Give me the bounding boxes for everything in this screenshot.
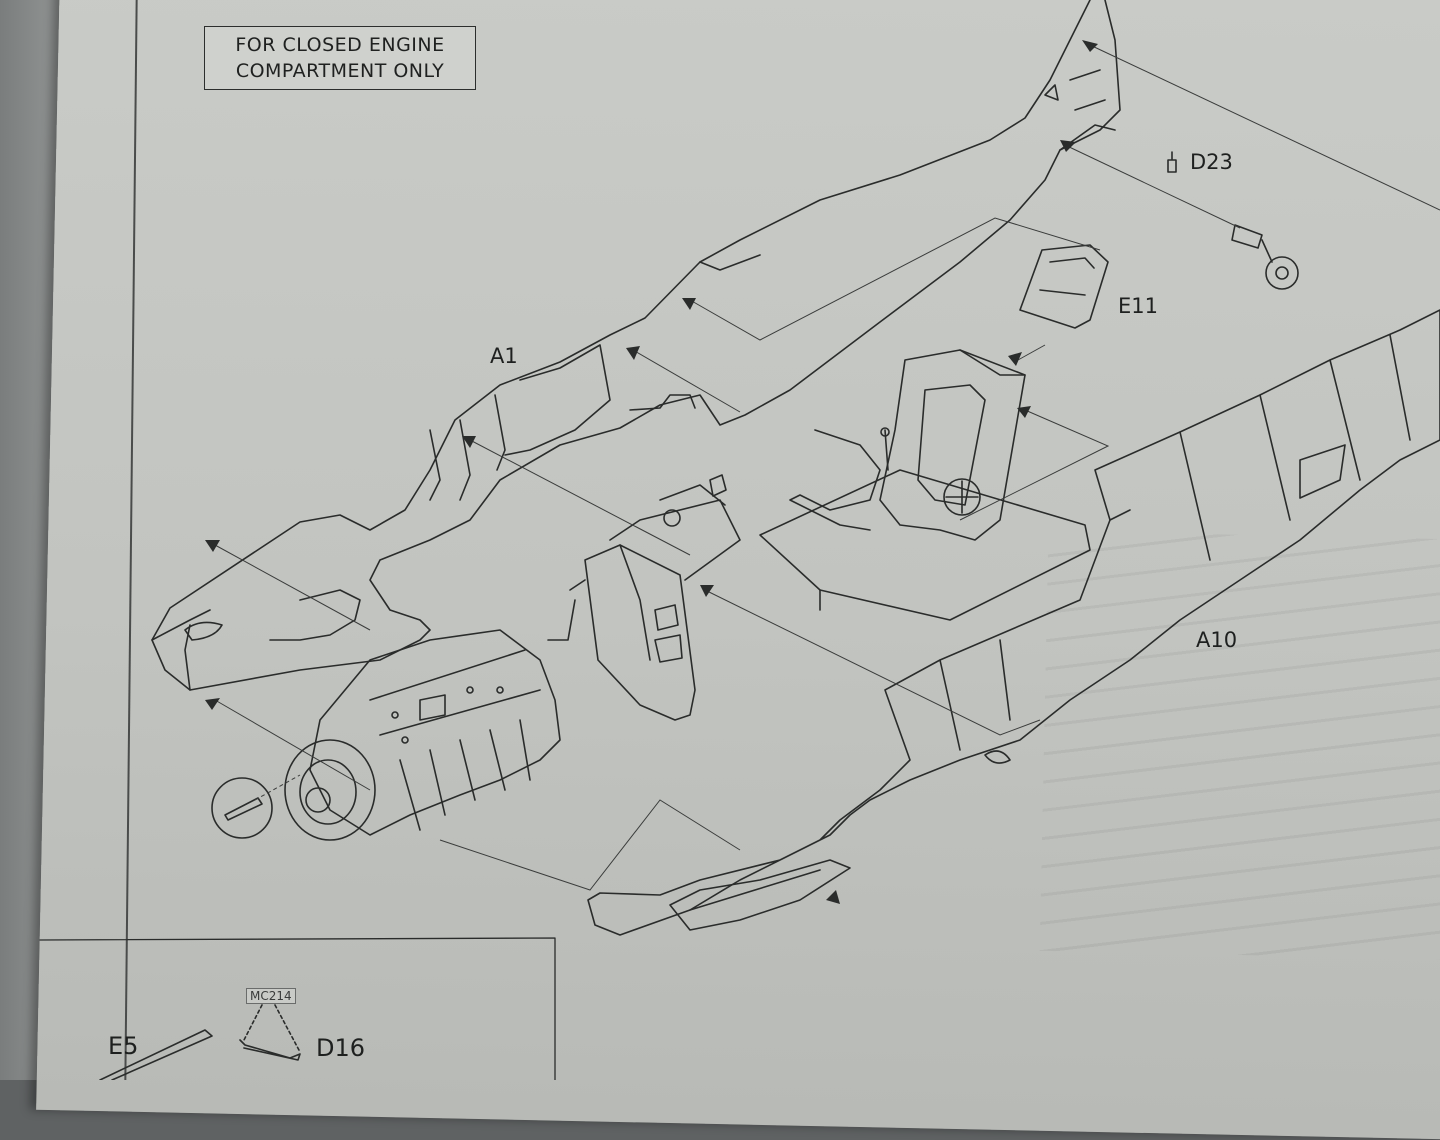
armor-plate-e11	[1019, 244, 1109, 329]
part-d16-rod	[239, 1039, 301, 1061]
fuselage-half-a1	[151, 0, 1121, 691]
label-e11: E11	[1118, 294, 1158, 318]
note-line-2: COMPARTMENT ONLY	[235, 60, 445, 82]
reference-code: MC214	[246, 988, 296, 1004]
label-d23: D23	[1190, 150, 1233, 174]
parts-box-border	[39, 937, 556, 1080]
engine-assembly	[284, 629, 561, 841]
tailwheel-strut	[1231, 224, 1263, 249]
closed-engine-note: FOR CLOSED ENGINE COMPARTMENT ONLY	[204, 26, 476, 90]
cockpit-floor	[759, 469, 1091, 621]
fuselage-half-a10	[587, 309, 1440, 936]
label-a1: A1	[490, 344, 518, 368]
detail-callout	[211, 777, 273, 839]
label-e5: E5	[108, 1032, 139, 1060]
note-line-1: FOR CLOSED ENGINE	[235, 34, 445, 56]
arrow-heads	[205, 40, 1098, 904]
label-d16: D16	[316, 1034, 366, 1062]
cockpit-equipment-box	[584, 544, 696, 721]
pin-d23	[1167, 151, 1177, 173]
label-a10: A10	[1196, 628, 1238, 652]
assembly-diagram	[39, 0, 1440, 1080]
part-e5-rod	[99, 1029, 213, 1080]
assembly-guides	[214, 44, 1440, 891]
tailwheel	[1265, 256, 1299, 290]
